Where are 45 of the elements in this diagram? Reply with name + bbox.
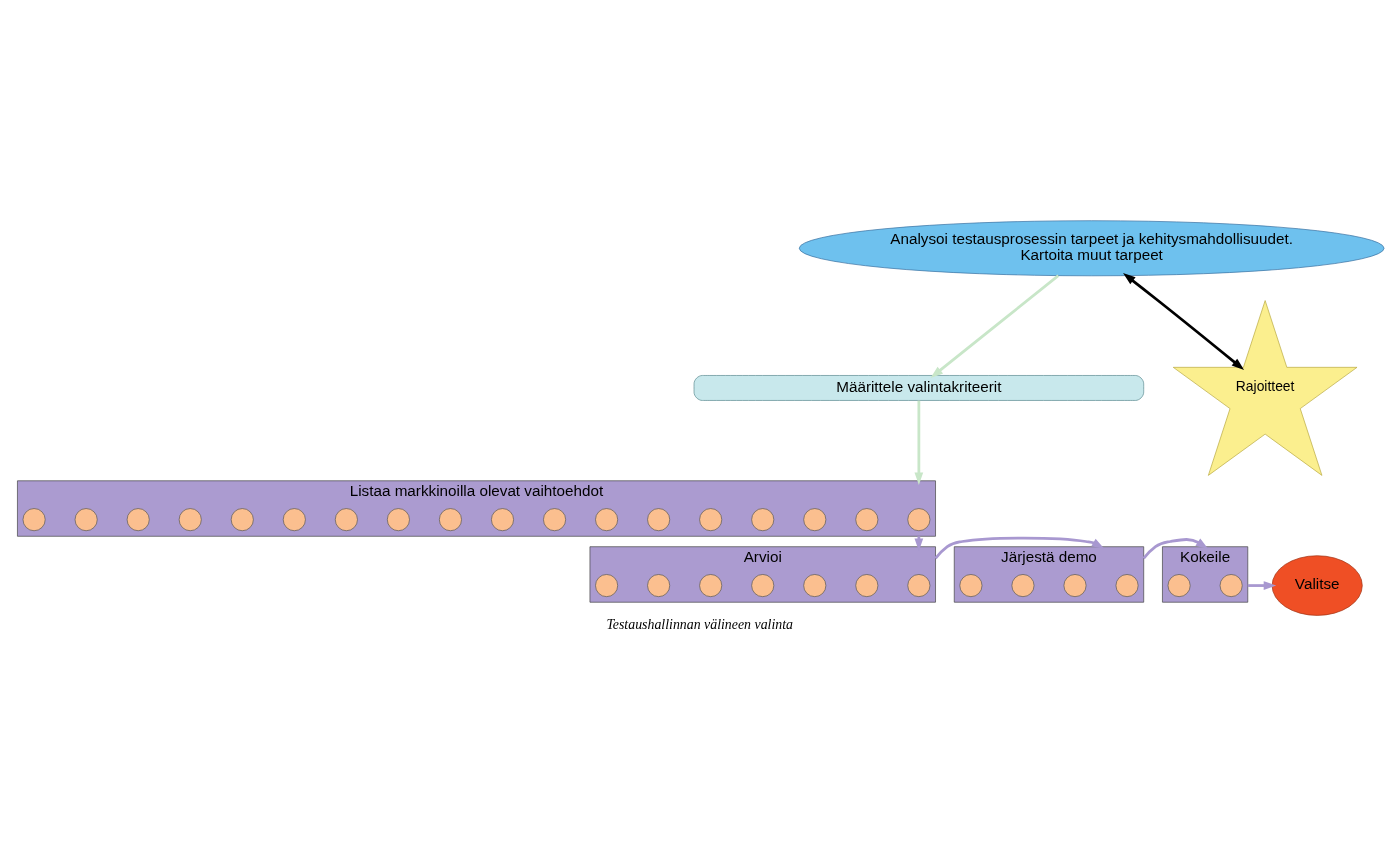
cluster: Listaa markkinoilla olevat vaihtoehdot <box>17 480 936 537</box>
node-circle <box>126 508 150 532</box>
cluster: Arvioi <box>589 546 936 603</box>
node-circle <box>647 508 671 532</box>
node-circle <box>803 574 827 597</box>
node-circle <box>751 574 775 597</box>
node-circle <box>178 508 202 532</box>
arrow <box>1142 538 1209 560</box>
node-circle <box>1167 574 1191 597</box>
cluster: Järjestä demo <box>953 546 1145 603</box>
cluster: Kokeile <box>1162 546 1249 603</box>
node-circle <box>1219 574 1243 597</box>
node-circle <box>855 508 879 532</box>
node-circle <box>907 508 931 532</box>
node-circle <box>22 508 46 532</box>
node-box: Määrittele valintakriteerit <box>693 375 1145 401</box>
arrow <box>930 274 1060 378</box>
node-ellipse: Valitse <box>1271 555 1363 616</box>
node-circle <box>386 508 410 532</box>
node-circle <box>699 508 723 532</box>
node-circle <box>699 574 723 597</box>
node-circle <box>491 508 514 532</box>
node-circle <box>74 508 98 532</box>
arrow <box>934 536 1105 560</box>
node-circle <box>1011 574 1035 597</box>
arrow <box>1123 273 1245 371</box>
node-circle <box>439 508 462 532</box>
node-circle <box>230 508 254 532</box>
node-circle <box>595 508 619 532</box>
node-circle <box>907 574 931 597</box>
node-circle <box>855 574 879 597</box>
node-circle <box>803 508 827 532</box>
node-circle <box>543 508 566 532</box>
node-circle <box>282 508 306 532</box>
node-circle <box>1063 574 1087 597</box>
arrow <box>1247 581 1277 590</box>
node-circle <box>334 508 358 532</box>
node-circle <box>595 574 619 597</box>
node-ellipse: Analysoi testausprosessin tarpeet ja kehitysmahdollisuudet. Kartoita muut tarpeet <box>798 220 1385 277</box>
node-circle <box>959 574 983 597</box>
caption: Testaushallinnan välineen valinta <box>606 616 793 632</box>
arrow <box>914 400 924 485</box>
node-circle <box>1115 574 1139 597</box>
node-circle <box>647 574 671 597</box>
node-circle <box>751 508 775 532</box>
